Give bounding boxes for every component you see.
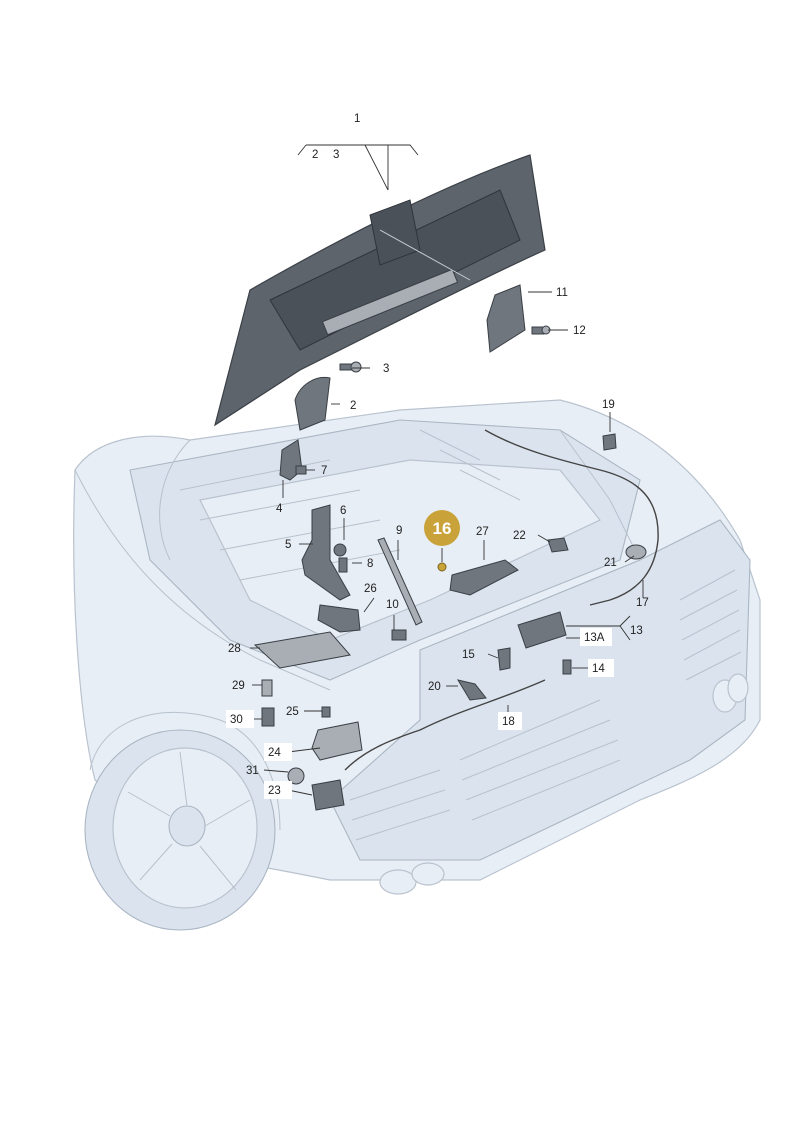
part-16-screw bbox=[437, 562, 447, 572]
part-10-sensor bbox=[391, 629, 407, 641]
callout-5: 5 bbox=[285, 539, 291, 551]
callout-13: 13 bbox=[630, 625, 643, 637]
callout-23: 23 bbox=[268, 785, 281, 797]
callout-2: 2 bbox=[350, 400, 356, 412]
callout-14: 14 bbox=[592, 663, 605, 675]
callout-9: 9 bbox=[396, 525, 402, 537]
callout-28: 28 bbox=[228, 643, 241, 655]
callout-12: 12 bbox=[573, 325, 586, 337]
callout-31: 31 bbox=[246, 765, 259, 777]
callout-19: 19 bbox=[602, 399, 615, 411]
leader-lines bbox=[250, 144, 644, 796]
part-17-cable bbox=[484, 429, 659, 606]
callout-22: 22 bbox=[513, 530, 526, 542]
part-2-trim bbox=[294, 376, 331, 431]
part-11-plate bbox=[486, 284, 526, 353]
part-13-latch bbox=[517, 611, 567, 649]
part-19-clip bbox=[602, 433, 617, 451]
callout-3: 3 bbox=[383, 363, 389, 375]
part-28-plate bbox=[253, 631, 351, 669]
callout-29: 29 bbox=[232, 680, 245, 692]
part-20-clamp bbox=[456, 679, 487, 701]
callout-2-top: 2 bbox=[312, 149, 318, 161]
part-25-screw bbox=[321, 706, 331, 718]
part-5-hinge bbox=[301, 504, 351, 601]
engine-lid bbox=[214, 154, 546, 427]
callout-30: 30 bbox=[230, 714, 243, 726]
callout-3-top: 3 bbox=[333, 149, 339, 161]
callout-7: 7 bbox=[321, 465, 327, 477]
part-21-clamp bbox=[625, 544, 647, 560]
callout-27: 27 bbox=[476, 526, 489, 538]
callout-26: 26 bbox=[364, 583, 377, 595]
callout-4: 4 bbox=[276, 503, 283, 515]
part-8-bolt bbox=[338, 557, 348, 573]
part-31-grommet bbox=[287, 767, 305, 785]
callout-labels: 1 2 3 3 2 4 5 7 6 8 9 10 26 28 27 11 12 … bbox=[226, 113, 649, 799]
callout-18: 18 bbox=[502, 716, 515, 728]
part-6-nut bbox=[333, 543, 347, 557]
part-24-bracket bbox=[311, 721, 363, 761]
car-body bbox=[73, 399, 761, 931]
callout-20: 20 bbox=[428, 681, 441, 693]
callout-13a: 13A bbox=[584, 632, 605, 644]
callout-11: 11 bbox=[556, 287, 568, 299]
part-26-bracket bbox=[317, 604, 361, 633]
callout-6: 6 bbox=[340, 505, 346, 517]
part-14-bolt bbox=[562, 659, 572, 675]
callout-15: 15 bbox=[462, 649, 475, 661]
part-12-bolt bbox=[531, 325, 551, 335]
part-22-clip bbox=[547, 537, 569, 553]
callout-8: 8 bbox=[367, 558, 373, 570]
part-27-bracket bbox=[449, 559, 519, 596]
callout-24: 24 bbox=[268, 747, 281, 759]
highlight-badge-16[interactable]: 16 bbox=[424, 510, 460, 546]
part-9-strut bbox=[377, 537, 423, 626]
callout-21: 21 bbox=[604, 557, 617, 569]
callout-25: 25 bbox=[286, 706, 299, 718]
callout-17: 17 bbox=[636, 597, 649, 609]
part-23-lock bbox=[311, 779, 345, 811]
part-3-bolt bbox=[339, 361, 362, 373]
part-29-bolt bbox=[261, 679, 273, 697]
part-15-bracket bbox=[497, 647, 511, 671]
callout-16: 16 bbox=[433, 519, 452, 538]
part-30-pin bbox=[261, 707, 275, 727]
part-7-screw bbox=[295, 465, 307, 475]
callout-10: 10 bbox=[386, 599, 399, 611]
callout-1: 1 bbox=[354, 113, 360, 125]
part-18-cable bbox=[344, 679, 546, 771]
